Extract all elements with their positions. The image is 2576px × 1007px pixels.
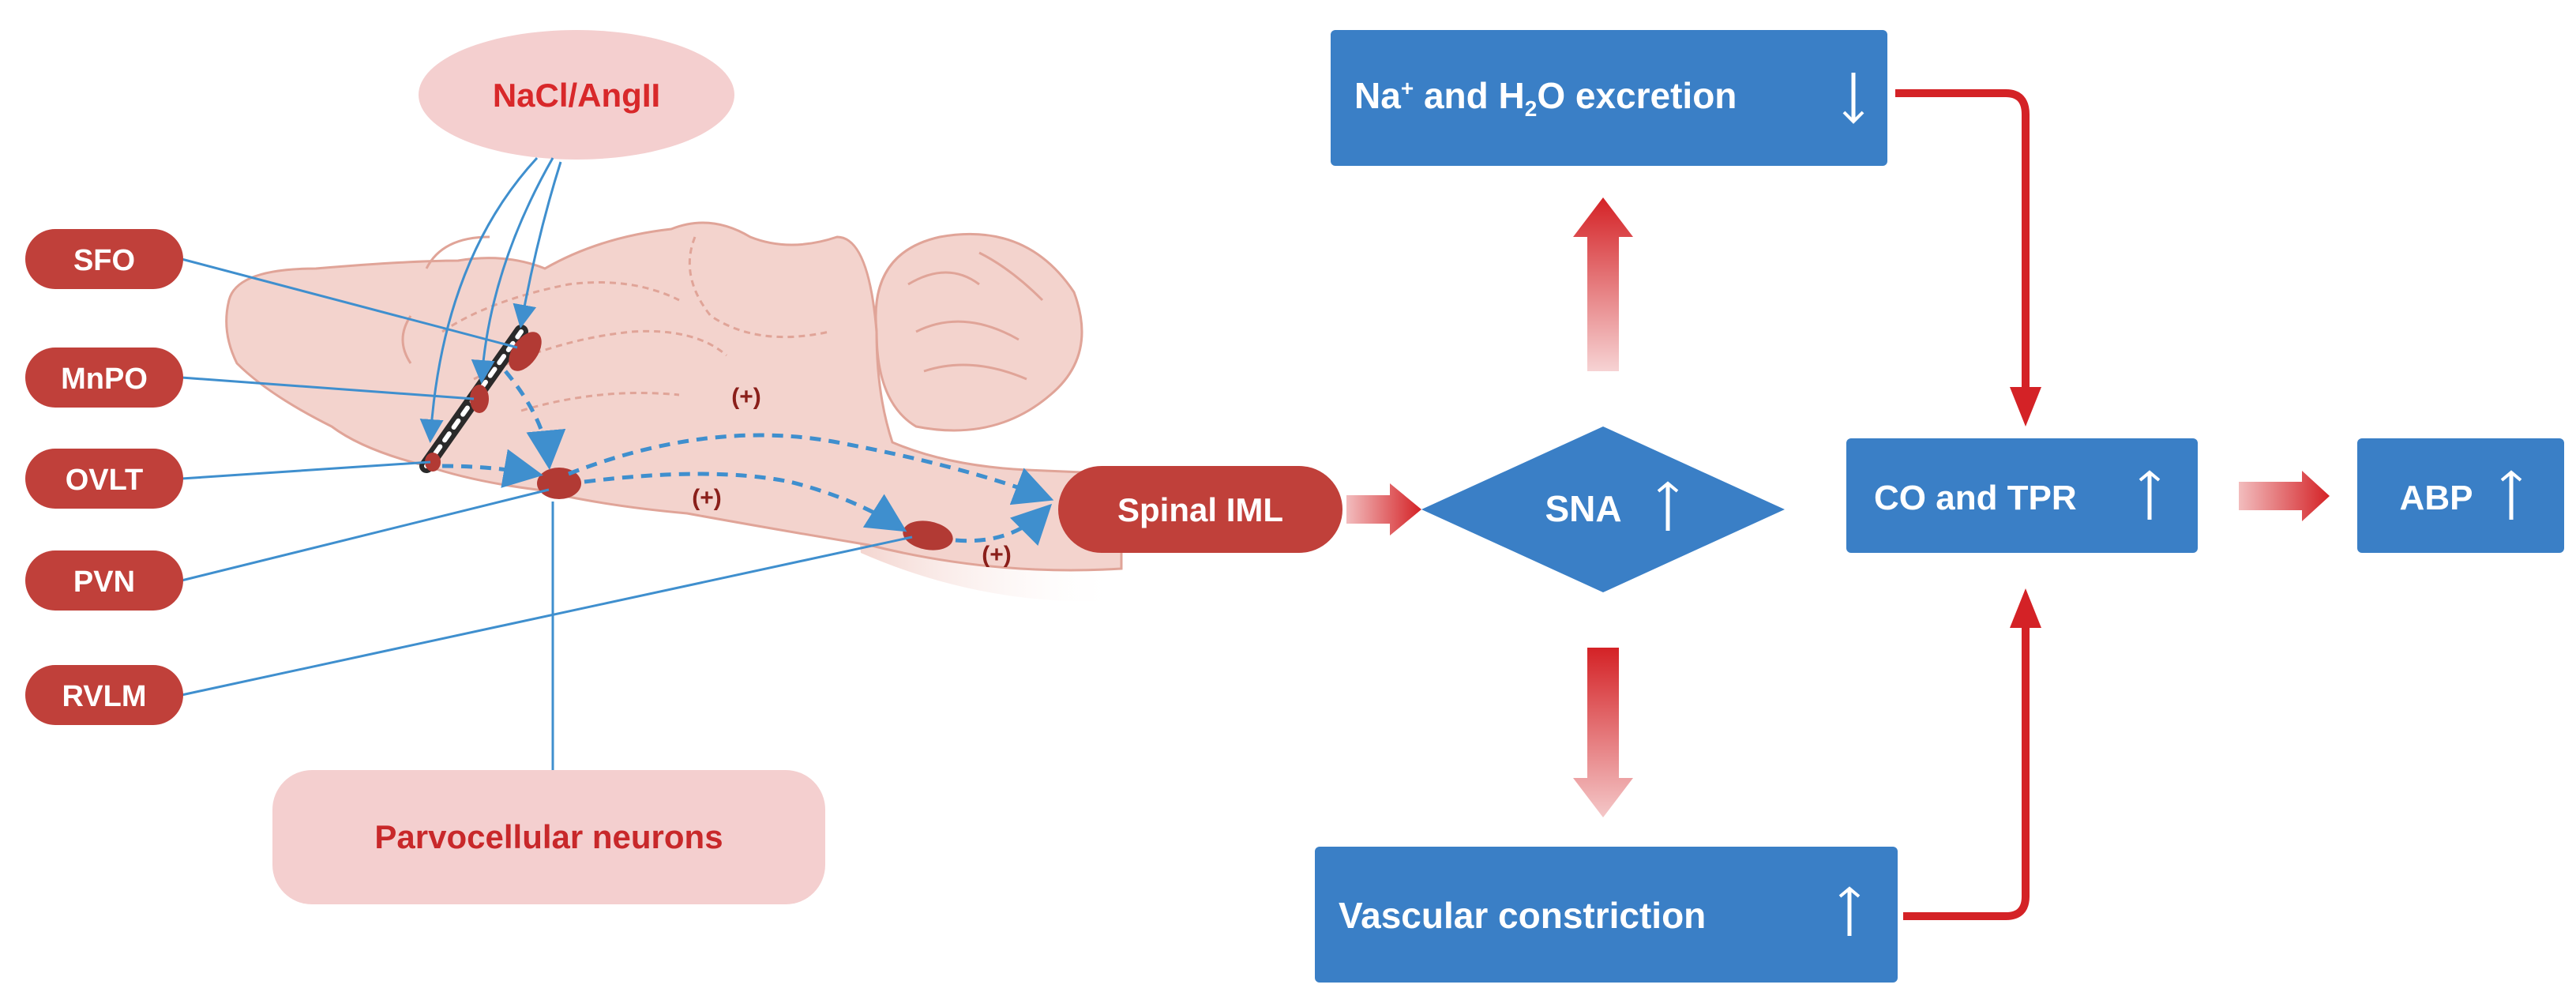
region-pill-sfo xyxy=(25,229,183,289)
up-arrow-icon xyxy=(2500,470,2522,520)
spinal-iml-pill xyxy=(1058,466,1342,553)
excitatory-mark: (+) xyxy=(982,542,1012,568)
up-arrow-icon xyxy=(1838,886,1861,936)
stimulus-label: NaCl/AngII xyxy=(493,77,660,114)
excretion-box xyxy=(1331,30,1887,166)
spinal-iml-label: Spinal IML xyxy=(1117,491,1283,528)
region-label-sfo: SFO xyxy=(73,244,135,277)
region-pill-ovlt xyxy=(25,449,183,509)
down-arrow-icon xyxy=(1842,73,1864,124)
mnpo-nucleus xyxy=(470,385,489,413)
region-label-mnpo: MnPO xyxy=(61,363,148,396)
sna-diamond xyxy=(1421,426,1785,592)
rvlm-nucleus xyxy=(903,520,953,550)
brain-illustration xyxy=(225,221,1123,602)
parvocellular-label: Parvocellular neurons xyxy=(374,818,723,855)
arrow-sna-to-vascular xyxy=(1573,648,1633,817)
region-list: SFO MnPO OVLT PVN RVLM xyxy=(25,229,913,725)
excretion-label: Na+ and H2O excretion xyxy=(1354,75,1737,121)
ovlt-nucleus xyxy=(425,453,441,472)
vascular-box xyxy=(1315,847,1898,983)
region-pill-rvlm xyxy=(25,665,183,725)
stimulus-ellipse xyxy=(419,30,734,160)
arrow-spinal-to-sna xyxy=(1346,483,1421,535)
abp-label: ABP xyxy=(2400,479,2473,517)
co-tpr-label: CO and TPR xyxy=(1874,479,2077,517)
region-label-ovlt: OVLT xyxy=(66,464,144,497)
excitatory-mark: (+) xyxy=(731,384,761,410)
sfo-nucleus xyxy=(509,332,542,371)
excitatory-mark: (+) xyxy=(692,485,722,511)
up-arrow-icon xyxy=(2139,470,2161,520)
up-arrow-icon xyxy=(1657,481,1679,531)
region-pill-mnpo xyxy=(25,348,183,408)
region-label-pvn: PVN xyxy=(73,565,135,599)
sna-label: SNA xyxy=(1545,488,1621,529)
arrow-sna-to-excretion xyxy=(1573,197,1633,371)
co-tpr-box xyxy=(1846,438,2198,553)
pvn-nucleus xyxy=(537,468,581,499)
region-pill-pvn xyxy=(25,550,183,611)
parvocellular-box xyxy=(272,770,825,904)
arrow-co-to-abp xyxy=(2239,471,2330,521)
region-label-rvlm: RVLM xyxy=(62,680,147,713)
vascular-label: Vascular constriction xyxy=(1339,895,1706,936)
abp-box xyxy=(2357,438,2564,553)
